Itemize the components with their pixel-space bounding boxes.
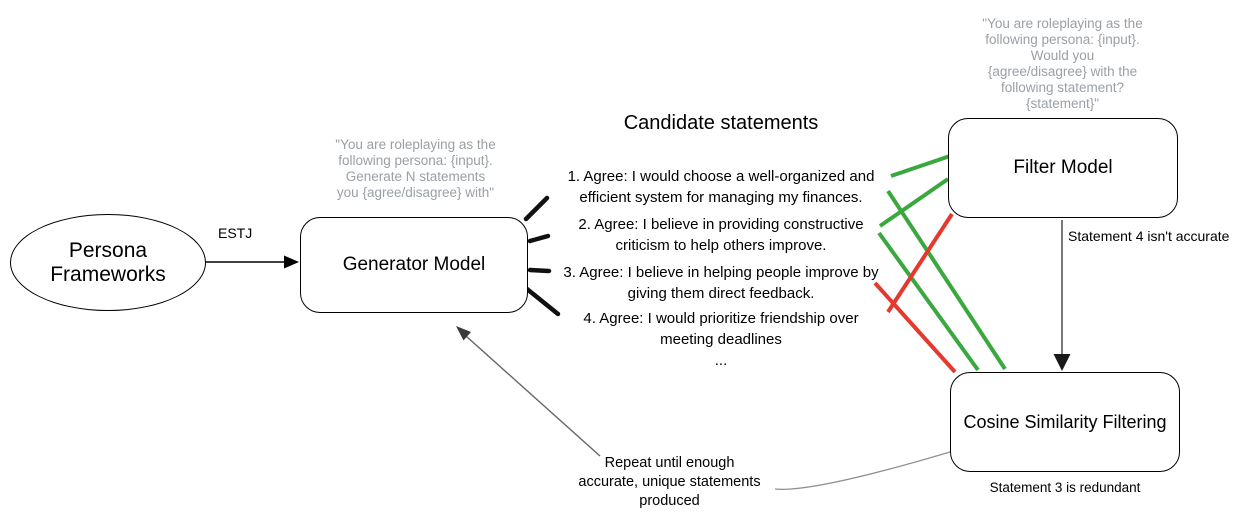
candidate-statements-title: Candidate statements	[623, 112, 819, 134]
persona-frameworks-node: Persona Frameworks	[10, 214, 206, 311]
tick-statement-3	[527, 267, 552, 274]
tick-statement-1	[523, 195, 550, 222]
pass-line-stmt2-to-filter	[878, 177, 950, 228]
statement-item-1: 1. Agree: I would choose a well-organize…	[567, 168, 875, 206]
statement-item-2: 2. Agree: I believe in providing constru…	[578, 216, 864, 254]
fail-line-filter-to-stmt4	[886, 212, 954, 314]
filter-model-label: Filter Model	[1013, 157, 1113, 178]
generator-model-label: Generator Model	[342, 254, 486, 275]
pass-line-stmt2-to-cosine	[877, 231, 980, 372]
generator-output-ticks	[523, 195, 561, 317]
cosine-filtering-label: Cosine Similarity Filtering	[963, 411, 1167, 432]
filter-note: Statement 4 isn't accurate	[1068, 228, 1230, 244]
generator-model-node: Generator Model	[300, 217, 528, 313]
tick-statement-4	[524, 286, 561, 317]
estj-edge-label: ESTJ	[218, 225, 253, 241]
persona-to-generator-arrowhead	[284, 255, 299, 269]
repeat-note: Repeat until enough accurate, unique sta…	[578, 455, 761, 509]
filter-to-cosine-arrowhead	[1053, 354, 1071, 371]
pass-line-stmt1-to-filter	[890, 154, 951, 178]
statement-item-3: 3. Agree: I believe in helping people im…	[563, 264, 879, 302]
fail-line-stmt3-to-cosine	[873, 281, 957, 374]
tick-statement-2	[527, 233, 551, 244]
cosine-to-repeat-note-line	[774, 451, 951, 490]
generator-prompt: "You are roleplaying as the following pe…	[335, 137, 496, 200]
pass-line-stmt1-to-cosine	[886, 189, 1007, 371]
cosine-note: Statement 3 is redundant	[989, 480, 1141, 495]
statement-item-4: 4. Agree: I would prioritize friendship …	[583, 310, 859, 348]
filter-prompt: "You are roleplaying as the following pe…	[982, 16, 1143, 111]
repeat-arrowhead	[456, 326, 471, 341]
statements-ellipsis: ...	[714, 352, 728, 369]
filter-model-node: Filter Model	[948, 118, 1178, 218]
repeat-arrow-line	[465, 335, 601, 457]
cosine-filtering-node: Cosine Similarity Filtering	[950, 372, 1180, 472]
persona-frameworks-label: Persona Frameworks	[50, 238, 166, 286]
